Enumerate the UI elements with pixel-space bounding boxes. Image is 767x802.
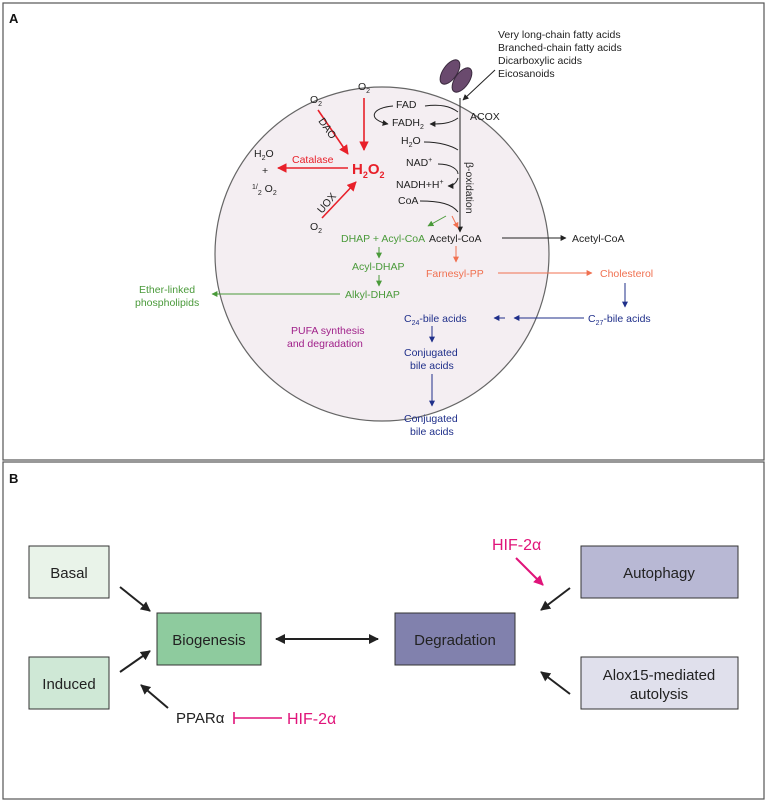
hif-autophagy-arrow [515,557,544,586]
ppar-label: PPARα [176,710,225,727]
nad-label: NAD+ [406,157,432,169]
basal-label: Basal [50,565,88,582]
fad-cycle-arrow [373,105,394,126]
alox15-label-2: autolysis [630,686,688,703]
input-bcfa: Branched-chain fatty acids [498,42,622,54]
ether-label-2: phospholipids [135,297,199,309]
uox-arrow [321,181,357,219]
coa-label: CoA [398,195,418,207]
alox15-box [580,656,739,710]
panel-b-frame [2,461,765,800]
coa-link [419,200,459,213]
o2-acox-label: O2 [358,81,370,95]
nadh-link [447,177,459,189]
input-eicosanoids: Eicosanoids [498,68,555,80]
green-entry-arrow [427,215,447,227]
panel-a-frame [2,2,765,461]
ether-label-1: Ether-linked [139,284,195,296]
basal-arrow [119,586,151,612]
nad-link [437,163,459,175]
fad-link [424,104,459,113]
o2-uox-label: O2 [310,221,322,235]
input-dicarboxylic: Dicarboxylic acids [498,55,582,67]
dhap-label: DHAP + Acyl-CoA [341,233,425,245]
alox15-label-1: Alox15-mediated [603,667,716,684]
biogenesis-label: Biogenesis [172,632,245,649]
input-vlcfa: Very long-chain fatty acids [498,29,621,41]
conj-in-label-2: bile acids [410,360,454,372]
conj-out-label-1: Conjugated [404,413,458,425]
h2o-beta-label: H2O [401,135,421,149]
farnesyl-label: Farnesyl-PP [426,268,484,280]
pufa-label-1: PUFA synthesis [291,325,365,337]
c24-label: C24-bile acids [404,313,467,327]
input-arrow [462,69,496,101]
acox-label: ACOX [470,111,500,123]
cholesterol-label: Cholesterol [600,268,653,280]
peroxisome-circle [214,86,550,422]
nadh-label: NADH+H+ [396,179,444,191]
catalase-h2o-label: H2O [254,148,274,162]
alkyl-dhap-label: Alkyl-DHAP [345,289,400,301]
transporter-icon [439,59,473,93]
acetyl-coa-label: Acetyl-CoA [429,233,482,245]
pufa-label-2: and degradation [287,338,363,350]
induced-arrow [119,650,151,673]
basal-box [28,545,110,599]
hif2a-bottom-label: HIF-2α [287,711,336,728]
h2o-link [423,141,459,151]
h2o2-label: H2O2 [352,161,385,180]
degradation-label: Degradation [414,632,496,649]
fadh-link [429,117,459,127]
catalase-plus: + [262,165,268,177]
induced-label: Induced [42,676,95,693]
alox15-arrow [540,671,571,695]
autophagy-arrow [540,587,571,611]
catalase-label: Catalase [292,154,334,166]
panel-b-label: B [9,471,18,486]
autophagy-label: Autophagy [623,565,695,582]
c27-label: C27-bile acids [588,313,651,327]
fadh2-label: FADH2 [392,117,424,131]
dao-arrow [317,109,349,155]
acetyl-coa-out-label: Acetyl-CoA [572,233,625,245]
acyl-dhap-label: Acyl-DHAP [352,261,405,273]
orange-entry-arrow [451,215,459,229]
conj-in-label-1: Conjugated [404,347,458,359]
biogenesis-box [156,612,262,666]
beta-oxidation-label: β-oxidation [463,162,475,214]
induced-box [28,656,110,710]
catalase-o2-label: 1/2 O2 [252,183,277,197]
panel-a-label: A [9,11,19,26]
autophagy-box [580,545,739,599]
o2-dao-label: O2 [310,94,322,108]
ppar-arrow [140,684,169,709]
fad-label: FAD [396,99,417,111]
degradation-box [394,612,516,666]
hif-inhibit-ppar [233,712,282,724]
conj-out-label-2: bile acids [410,426,454,438]
hif2a-top-label: HIF-2α [492,537,541,554]
